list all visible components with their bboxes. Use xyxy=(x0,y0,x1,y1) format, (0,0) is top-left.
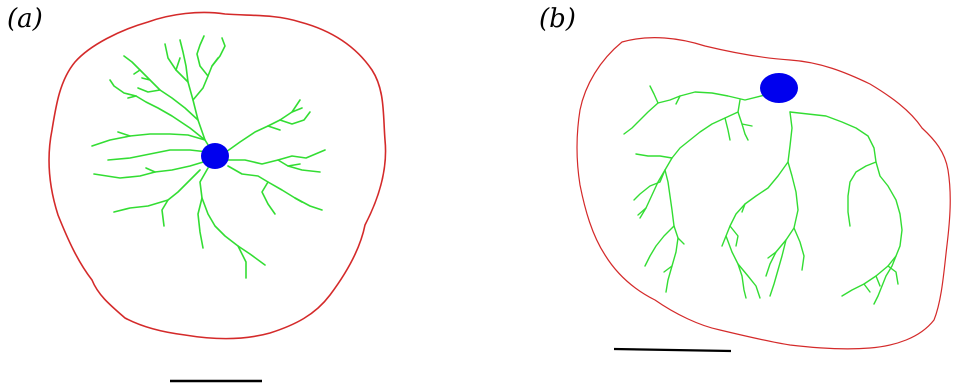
panel-b-cell-outline xyxy=(576,37,951,350)
panel-b-scale-bar xyxy=(613,347,732,353)
panel-b-soma xyxy=(760,73,798,103)
panel-b-dendrites xyxy=(623,85,903,305)
panel-a-cell-outline xyxy=(48,11,387,340)
panel-a-soma xyxy=(201,143,229,169)
panel-b xyxy=(576,37,951,353)
panel-a-dendrites xyxy=(91,35,326,279)
panel-a xyxy=(48,11,387,383)
panel-a-label: (a) xyxy=(7,4,43,34)
panel-b-label: (b) xyxy=(539,4,576,34)
